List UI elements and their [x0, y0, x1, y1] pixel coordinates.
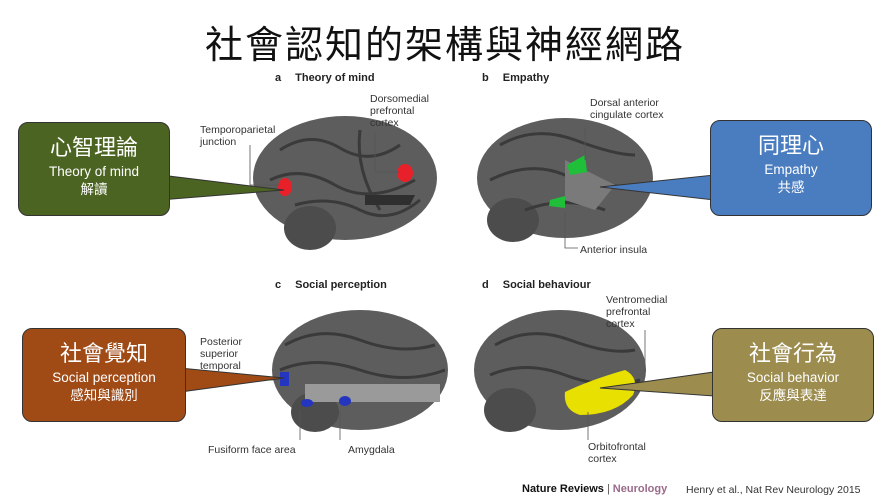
amygdala-highlight	[339, 396, 351, 406]
callout-behavior-en: Social behavior	[746, 370, 840, 385]
citation: Henry et al., Nat Rev Neurology 2015	[686, 484, 861, 496]
ffa-label: Fusiform face area	[208, 444, 296, 456]
footer-separator: |	[606, 483, 610, 495]
dacc-highlight	[567, 155, 587, 175]
brain-lateral-social-perception	[272, 310, 448, 432]
callout-behavior-title: 社會行為	[748, 342, 837, 367]
panel-a-letter: a	[275, 72, 282, 84]
brain-medial-empathy	[477, 118, 653, 242]
panel-b-letter: b	[482, 72, 489, 84]
brain-lateral-theory-of-mind	[253, 116, 437, 250]
panel-b-heading: b Empathy	[482, 72, 549, 84]
panel-c-title: Social perception	[295, 279, 387, 291]
vmpfc-ofc-highlight	[564, 370, 636, 415]
callout-empathy-title: 同理心	[757, 134, 824, 159]
panel-a-title: Theory of mind	[295, 72, 375, 84]
ffa-highlight	[301, 399, 313, 407]
callout-empathy: 同理心 Empathy 共感	[710, 120, 872, 216]
callout-tom-title: 心智理論	[49, 136, 138, 161]
callout-tom-en: Theory of mind	[48, 164, 140, 179]
callout-behavior-sub: 反應與表達	[759, 388, 827, 404]
callout-perception-sub: 感知與識別	[70, 388, 138, 404]
callout-social-perception: 社會覺知 Social perception 感知與識別	[22, 328, 186, 422]
callout-perception-title: 社會覺知	[59, 342, 148, 367]
panel-d-heading: d Social behaviour	[482, 279, 591, 291]
callout-empathy-en: Empathy	[764, 162, 818, 177]
panel-d-letter: d	[482, 279, 489, 291]
callout-social-behavior: 社會行為 Social behavior 反應與表達	[712, 328, 874, 422]
footer-brand: Nature Reviews|Neurology	[522, 483, 667, 495]
tpj-highlight	[278, 178, 292, 196]
psts-highlight	[280, 372, 289, 386]
insula-highlight	[549, 196, 565, 208]
brain-medial-social-behaviour	[474, 310, 646, 432]
dmpfc-highlight	[397, 164, 413, 182]
amygdala-label: Amygdala	[348, 444, 395, 456]
callout-theory-of-mind: 心智理論 Theory of mind 解讀	[18, 122, 170, 216]
slide-title: 社會認知的架構與神經網路	[204, 23, 685, 67]
panel-d-title: Social behaviour	[502, 279, 591, 291]
panel-a-heading: a Theory of mind	[275, 72, 375, 84]
callout-empathy-sub: 共感	[777, 180, 805, 196]
panel-b-title: Empathy	[502, 72, 550, 84]
callout-tom-sub: 解讀	[80, 182, 108, 198]
callout-perception-en: Social perception	[52, 370, 156, 385]
panel-c-heading: c Social perception	[275, 279, 387, 291]
footer-journal: Neurology	[612, 483, 668, 495]
insula-label: Anterior insula	[580, 244, 648, 256]
panel-c-letter: c	[275, 279, 282, 291]
footer-brand-name: Nature Reviews	[522, 483, 604, 495]
